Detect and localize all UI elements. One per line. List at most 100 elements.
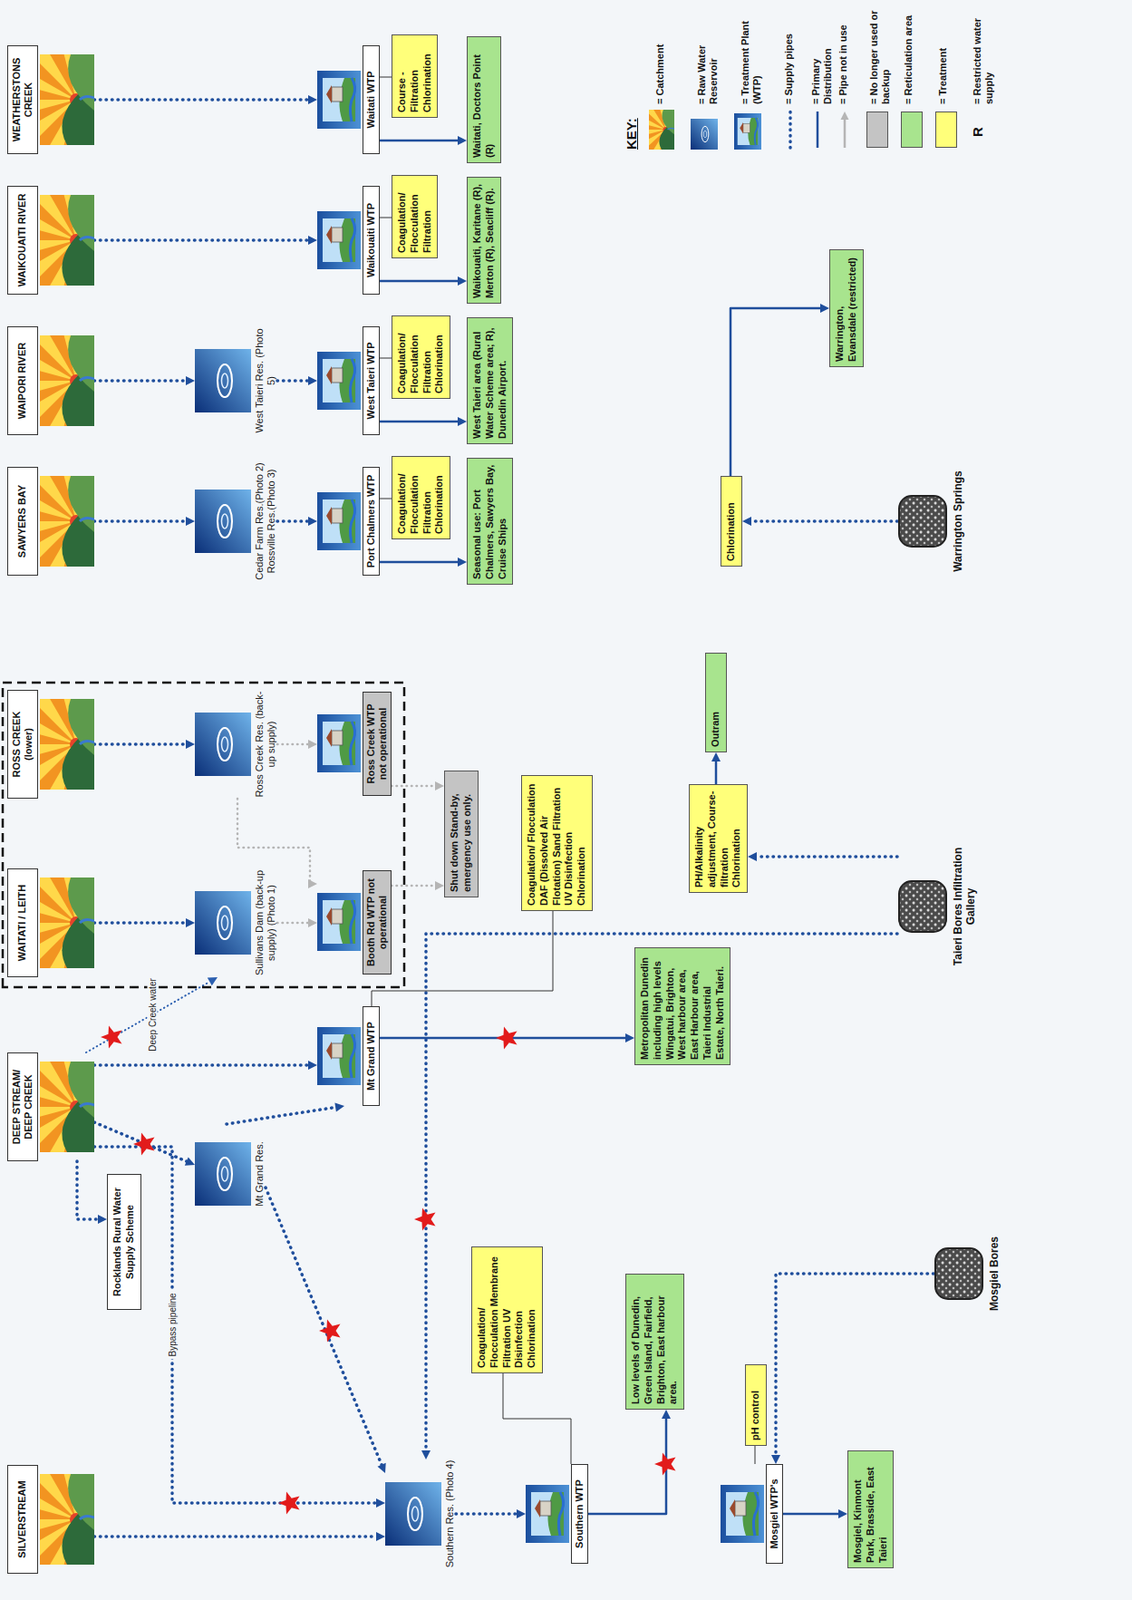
reticulation-area-text: Waikouaiti, Karitane (R), Merton (R), Se… <box>471 182 497 299</box>
arrowhead <box>516 1509 526 1519</box>
pipe-connector <box>94 95 318 105</box>
arrowhead <box>661 1409 671 1419</box>
catchment-icon <box>39 877 95 968</box>
pipe-connector <box>379 357 392 359</box>
ripple <box>407 1497 423 1530</box>
plant-icon <box>317 893 361 952</box>
arrowhead <box>841 111 850 120</box>
arrowhead <box>334 1102 345 1113</box>
pipe-connector <box>379 135 467 146</box>
ripple <box>217 727 233 761</box>
plant-icon <box>317 492 361 551</box>
legend-text: = Pipe not in use <box>837 4 850 105</box>
pipe-line <box>751 519 898 523</box>
frame <box>317 211 361 270</box>
catchment-name: SAWYERS BAY <box>7 466 39 576</box>
pipe-connector <box>94 739 195 749</box>
icon <box>317 185 361 295</box>
arrowhead <box>742 516 752 526</box>
reservoir-icon <box>194 348 252 413</box>
pipe-connector <box>379 77 392 78</box>
arrowhead <box>308 516 318 526</box>
pipe-line <box>503 1373 571 1464</box>
pipe-connector <box>94 1060 318 1070</box>
hill <box>662 109 675 135</box>
hill <box>61 88 95 146</box>
reticulation-area-text: Warrington, Evansdale (restricted) <box>833 254 860 362</box>
raw-water-reservoir: Sullivans Dam (back-up supply) (Photo 1) <box>194 868 278 978</box>
sky <box>531 1491 564 1536</box>
pipe-connector <box>237 798 318 889</box>
pipe-connector <box>503 1373 571 1464</box>
pipe-line <box>94 238 309 242</box>
icon <box>933 1219 985 1328</box>
treatment-box-text: Course - Filtration Chlorination <box>396 39 434 113</box>
arrowhead <box>376 1531 386 1541</box>
legend-swatch <box>900 111 923 148</box>
legend-sample <box>838 109 852 150</box>
frame <box>317 351 361 410</box>
legend-heading: KEY: <box>623 117 639 150</box>
icon <box>194 326 252 436</box>
stream <box>79 1515 95 1520</box>
reticulation-area: West Taieri area (Rural Water Scheme are… <box>466 317 513 445</box>
legend-sample <box>811 109 824 150</box>
building <box>331 508 343 523</box>
frame <box>317 1026 361 1085</box>
pipe-line <box>425 933 898 1451</box>
catchment-name: WAIKOUAITI RIVER <box>7 185 39 295</box>
hill <box>61 229 95 286</box>
reticulation-area: Warrington, Evansdale (restricted) <box>829 249 864 368</box>
treatment-box: pH control <box>744 1364 767 1446</box>
building <box>331 87 343 102</box>
pipe-line <box>94 519 186 523</box>
icon <box>39 868 95 978</box>
pipe-connector <box>277 516 318 526</box>
pipe-line <box>379 139 458 143</box>
arrowhead <box>711 752 721 762</box>
legend-text: = No longer used or backup <box>868 4 892 105</box>
hill <box>61 911 95 968</box>
arrowhead <box>771 1454 781 1464</box>
plant-icon <box>734 113 762 150</box>
arrowhead <box>308 95 318 105</box>
pipe-label: Deep Creek water <box>146 975 157 1055</box>
catchment-name: WAIPORI RIVER <box>7 326 39 436</box>
icon <box>897 838 949 975</box>
reticulation-area: Waitati, Doctors Point (R) <box>466 36 502 164</box>
arrowhead <box>457 416 467 426</box>
stream <box>79 236 95 241</box>
arrowhead <box>308 918 318 928</box>
hill <box>67 877 95 934</box>
river <box>349 1034 355 1078</box>
sky <box>322 900 356 945</box>
catchment: WAIKOUAITI RIVER <box>7 185 95 295</box>
roof <box>739 122 744 135</box>
pipe-line <box>77 1161 98 1220</box>
arrowhead <box>185 739 195 749</box>
red-stars <box>100 1025 677 1515</box>
treatment-box: Chlorination <box>720 475 743 567</box>
arrowhead <box>457 276 467 286</box>
reticulation-area: Waikouaiti, Karitane (R), Merton (R), Se… <box>466 176 502 304</box>
legend-symbol: R <box>969 126 986 137</box>
catchment-icon <box>39 335 95 426</box>
plant-name: West Taieri WTP <box>362 326 380 436</box>
icon <box>317 466 361 576</box>
pipe-line <box>783 1512 839 1516</box>
pipe-connector <box>94 1531 386 1541</box>
arrowhead <box>838 1509 848 1519</box>
legend-text: = Primary Distribution <box>810 4 834 105</box>
pipe-line <box>277 921 309 925</box>
pipe-line <box>94 1534 377 1539</box>
ripple <box>217 906 233 939</box>
line <box>816 111 820 148</box>
stream <box>667 127 675 130</box>
arrowhead <box>820 303 830 313</box>
pipe-connector <box>77 1161 107 1224</box>
roof <box>326 366 332 385</box>
icon <box>39 1052 95 1162</box>
pipe-line <box>455 1511 517 1516</box>
frame <box>317 893 361 952</box>
catchment-icon <box>39 194 95 286</box>
